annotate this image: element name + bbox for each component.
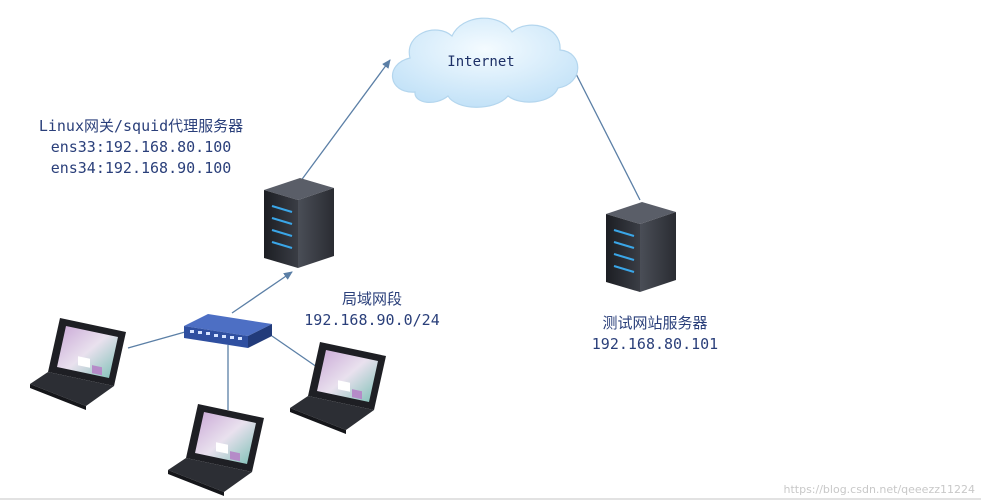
proxy-server-title: Linux网关/squid代理服务器 <box>38 117 244 135</box>
laptop-bottom-icon <box>168 404 264 496</box>
watermark-text: https://blog.csdn.net/qeeezz11224 <box>783 483 976 496</box>
test-server-title: 测试网站服务器 <box>602 314 708 332</box>
proxy-server-icon <box>264 178 334 268</box>
network-switch-icon <box>184 314 272 348</box>
lan-subnet: 192.168.90.0/24 <box>304 311 440 329</box>
arrow-testserver-to-internet <box>569 61 641 201</box>
internet-cloud-icon <box>392 17 579 108</box>
laptop-left-icon <box>30 318 126 410</box>
test-web-server-icon <box>606 202 676 292</box>
proxy-ens34-ip: ens34:192.168.90.100 <box>50 159 232 177</box>
proxy-ens33-ip: ens33:192.168.80.100 <box>50 138 232 156</box>
bottom-divider <box>0 498 981 500</box>
proxy-server-labels: Linux网关/squid代理服务器 ens33:192.168.80.100 … <box>10 116 272 179</box>
lan-segment-labels: 局域网段 192.168.90.0/24 <box>289 289 455 331</box>
arrow-proxy-to-internet <box>299 59 391 183</box>
test-server-labels: 测试网站服务器 192.168.80.101 <box>570 313 740 355</box>
test-server-ip: 192.168.80.101 <box>591 335 719 353</box>
arrow-switch-to-proxy <box>231 271 293 314</box>
lan-title: 局域网段 <box>341 290 402 308</box>
laptop-right-icon <box>290 342 386 434</box>
link-laptop-left-switch <box>127 331 186 349</box>
internet-label: Internet <box>447 54 515 70</box>
